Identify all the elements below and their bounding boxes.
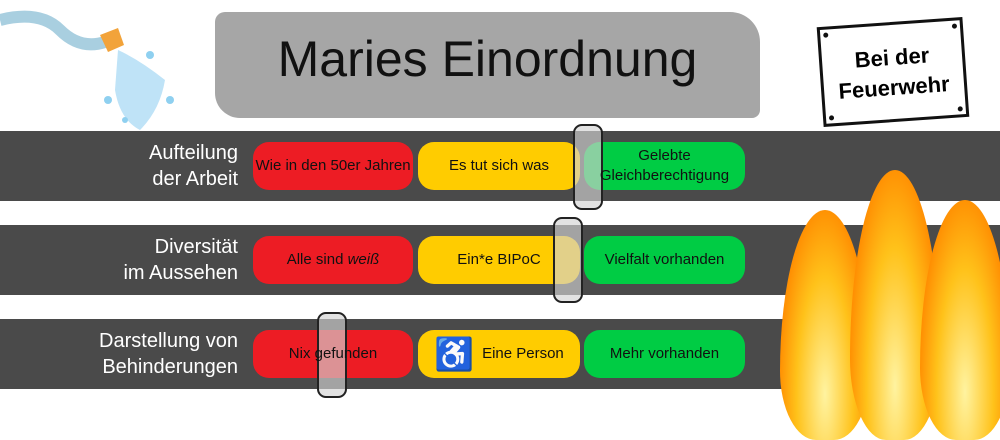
- nail-icon: [957, 106, 963, 112]
- slider-handle-behinderungen[interactable]: [316, 312, 347, 398]
- option-red: Alle sind weiß: [253, 236, 413, 284]
- option-green: Gelebte Gleichberechtigung: [584, 142, 745, 190]
- slider-handle-aufteilung[interactable]: [572, 124, 603, 210]
- option-yellow-text: Ein*e BIPoC: [457, 251, 541, 268]
- nail-icon: [823, 32, 829, 38]
- water-hose-icon: [0, 10, 174, 130]
- option-red: Nix gefunden: [288, 345, 378, 362]
- option-green: Mehr vorhanden: [584, 330, 745, 378]
- option-red: Wie in den 50er Jahren: [253, 142, 413, 190]
- option-yellow: Es tut sich was: [418, 142, 580, 190]
- option-green-text: Gelebte Gleichberechtigung: [599, 147, 730, 184]
- page-title: Maries Einordnung: [277, 31, 698, 87]
- slider-handle-diversitaet[interactable]: [552, 217, 583, 303]
- nail-icon: [951, 23, 958, 29]
- option-yellow: ♿Eine Person: [418, 330, 580, 378]
- fire-flames-icon: [770, 150, 1000, 440]
- wheelchair-icon: ♿: [434, 336, 475, 372]
- title-brush-background: [215, 12, 760, 118]
- sign-bei-der-feuerwehr: Bei der Feuerwehr: [816, 17, 970, 127]
- nail-icon: [828, 115, 835, 121]
- option-green: Vielfalt vorhanden: [584, 236, 745, 284]
